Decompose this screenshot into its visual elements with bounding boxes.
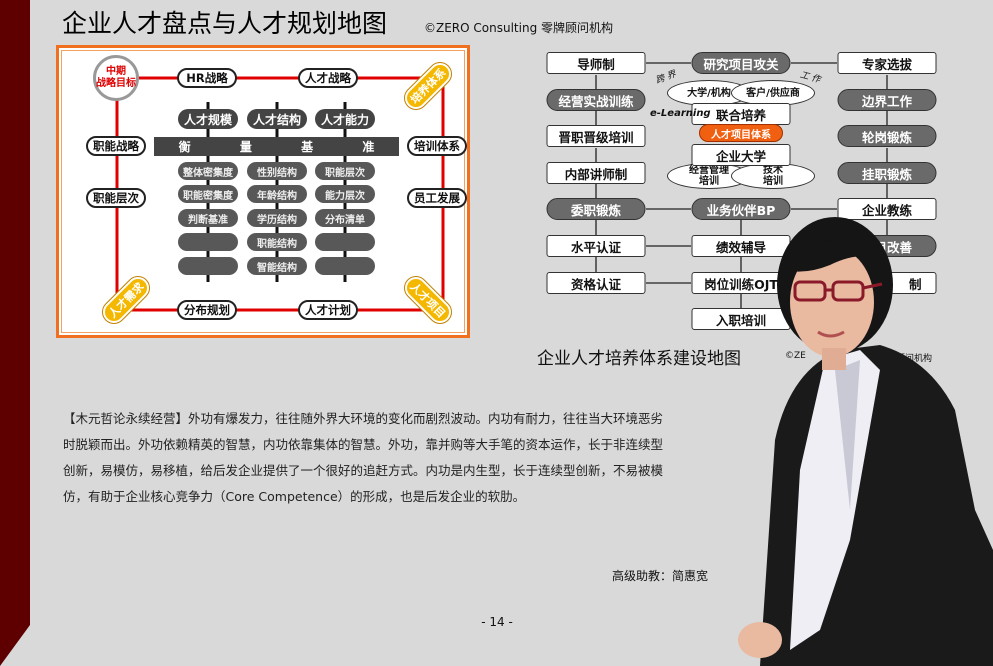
metric-item: 学历结构	[247, 209, 307, 227]
map-node: 人才计划	[298, 300, 358, 320]
map-node: 职能层次	[86, 188, 146, 208]
training-node: 经营实战训练	[546, 89, 646, 111]
metric-item	[178, 233, 238, 251]
page-number: - 14 -	[481, 615, 513, 629]
training-node: 水平认证	[546, 235, 646, 257]
training-node: 入职培训	[691, 308, 791, 330]
training-node: 岗位训练OJT	[691, 272, 791, 294]
bar-char: 量	[239, 140, 252, 154]
metric-item: 年龄结构	[247, 185, 307, 203]
metric-item	[315, 233, 375, 251]
mid-term-goal: 中期 战略目标	[93, 55, 139, 101]
page-title: 企业人才盘点与人才规划地图	[62, 9, 388, 38]
metric-item: 能力层次	[315, 185, 375, 203]
map-node: 职能战略	[86, 136, 146, 156]
training-node: 挂职锻炼	[837, 162, 937, 184]
training-node: 绩效辅导	[691, 235, 791, 257]
training-map-title: 企业人才培养体系建设地图	[537, 349, 741, 369]
training-node: 内部讲师制	[546, 162, 646, 184]
training-node: 导师制	[546, 52, 646, 74]
bar-char: 准	[362, 140, 375, 154]
training-node: 边界工作	[837, 89, 937, 111]
training-node: 企业大学	[691, 144, 791, 166]
map-node: 员工发展	[407, 188, 467, 208]
metric-item: 整体密集度	[178, 162, 238, 180]
metric-item: 性别结构	[247, 162, 307, 180]
training-node: 资格认证	[546, 272, 646, 294]
credit: ©ZERO Consulting 零牌顾问机构	[424, 21, 613, 35]
metric-item: 职能结构	[247, 233, 307, 251]
body-paragraph: 【木元哲论永续经营】外功有爆发力，往往随外界大环境的变化而剧烈波动。内功有耐力，…	[63, 411, 664, 504]
measurement-bar: 衡量基准	[154, 137, 399, 156]
dimension-head: 人才规模	[178, 109, 238, 129]
bar-char: 基	[301, 140, 314, 154]
map-node: HR战略	[177, 68, 237, 88]
partner-ellipse: 客户/供应商	[731, 80, 815, 106]
training-node: 人才项目体系	[699, 124, 783, 142]
training-node: 联合培养	[691, 103, 791, 125]
training-node: 专家选拔	[837, 52, 937, 74]
training-node: 业务伙伴BP	[691, 198, 791, 220]
training-node: 研究项目攻关	[691, 52, 791, 74]
elearning-label: e-Learning	[650, 108, 711, 119]
assistant-photo	[738, 217, 993, 666]
metric-item: 智能结构	[247, 257, 307, 275]
training-node: 轮岗锻炼	[837, 125, 937, 147]
map-node: 分布规划	[177, 300, 237, 320]
metric-item: 判断基准	[178, 209, 238, 227]
training-node: 晋职晋级培训	[546, 125, 646, 147]
training-node: 委职锻炼	[546, 198, 646, 220]
metric-item	[315, 257, 375, 275]
metric-item: 分布清单	[315, 209, 375, 227]
sub-credit: ©ZE	[785, 351, 806, 361]
side-band	[0, 0, 30, 666]
metric-item: 职能密集度	[178, 185, 238, 203]
dimension-head: 人才结构	[247, 109, 307, 129]
assistant-credit: 高级助教：简惠宽	[612, 569, 709, 583]
training-node: 企业教练	[837, 198, 937, 220]
dimension-head: 人才能力	[315, 109, 375, 129]
metric-item: 职能层次	[315, 162, 375, 180]
map-node: 培训体系	[407, 136, 467, 156]
program-ellipse: 技术 培训	[731, 163, 815, 189]
map-node: 人才战略	[298, 68, 358, 88]
metric-item	[178, 257, 238, 275]
bar-char: 衡	[178, 140, 191, 154]
